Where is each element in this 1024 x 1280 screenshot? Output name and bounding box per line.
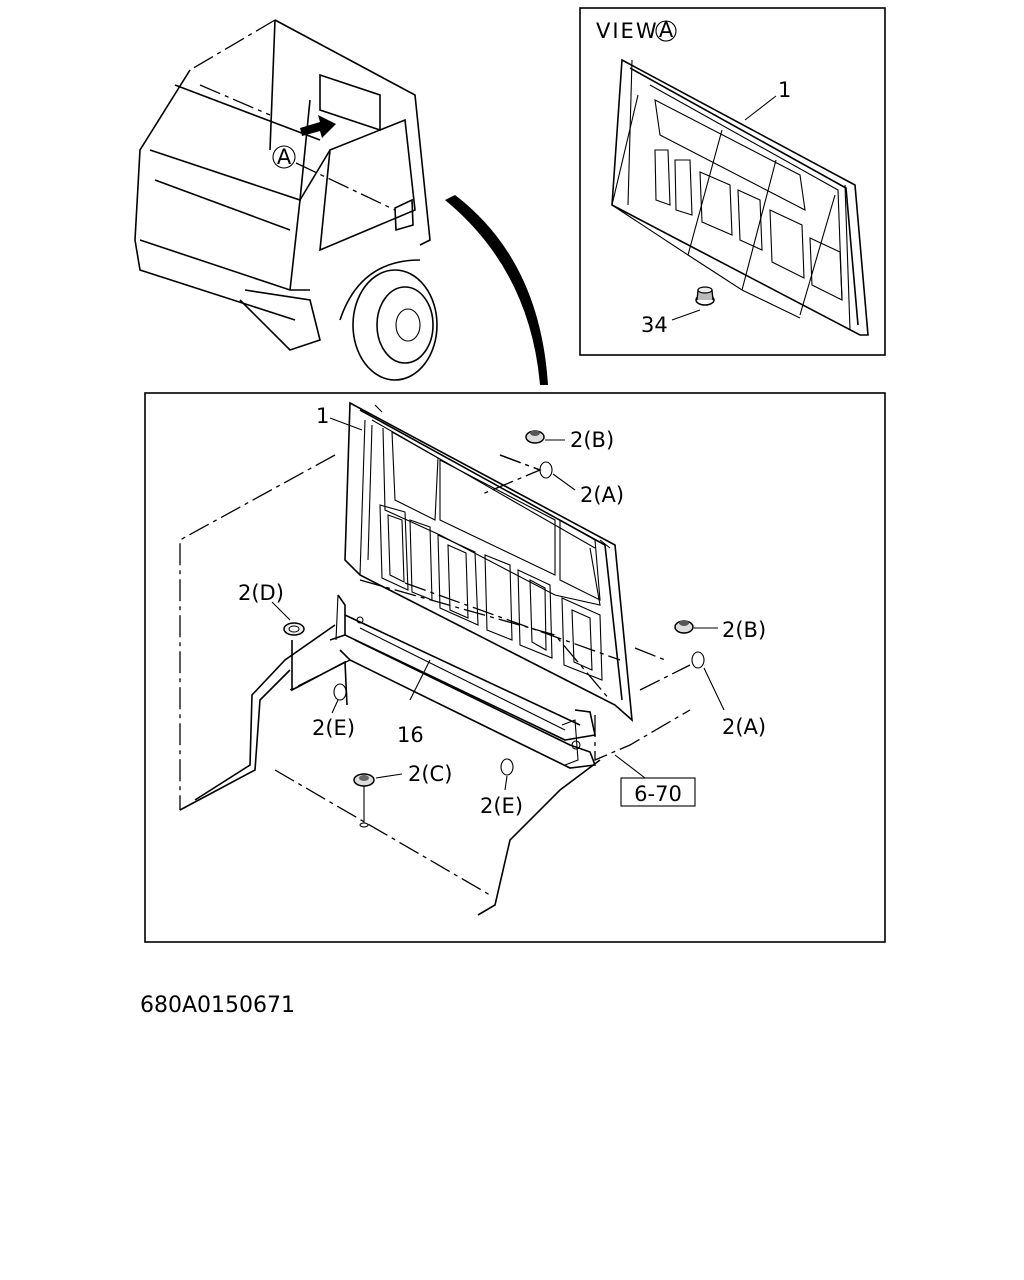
label-clip-2e-bottom: 2(E) [480,794,523,818]
view-a-label-grommet: 34 [641,313,668,337]
label-cover-16: 16 [397,723,424,747]
detail-leader-curve [445,195,548,385]
label-clip-2c: 2(C) [408,762,452,786]
view-a-label-panel: 1 [778,78,791,102]
label-clip-2d: 2(D) [238,581,284,605]
view-a-title: VIEW [596,19,659,43]
part-code: 680A0150671 [140,993,295,1018]
label-clip-2e-left: 2(E) [312,716,355,740]
back-panel-1 [344,401,633,722]
view-a-title-marker: A [659,18,674,42]
cover-16 [329,594,597,769]
label-panel-1: 1 [316,404,329,428]
ref-box-6-70 [620,777,696,807]
view-a-frame [579,7,886,356]
clip-2a-right-icon [691,651,705,669]
clip-2b-top-icon [525,430,545,444]
view-a-marker-circle-icon [655,20,677,42]
clip-2e-bottom-icon [500,758,514,776]
label-clip-2a-top: 2(A) [580,483,624,507]
grommet-34-icon [695,286,715,306]
clip-2a-top-icon [539,461,553,479]
main-detail: 2(B) 2(A) 2(B) 2(A) 2(D) 2(E) 16 [144,392,886,943]
view-a-panel: VIEW A 1 34 [579,7,886,356]
clip-2e-left-icon [333,683,347,701]
view-marker-circle-icon [272,145,296,169]
cab-overview: A [134,19,548,385]
clip-2d-icon [283,622,305,636]
view-arrow-icon [300,115,336,138]
label-clip-2b-right: 2(B) [722,618,766,642]
cab-view-marker: A [277,145,292,169]
clip-2c-icon [353,773,375,828]
main-detail-frame [144,392,886,943]
clip-2b-right-icon [674,620,694,634]
label-ref-box: 6-70 [634,782,682,806]
label-clip-2b-top: 2(B) [570,428,614,452]
label-clip-2a-right: 2(A) [722,715,766,739]
